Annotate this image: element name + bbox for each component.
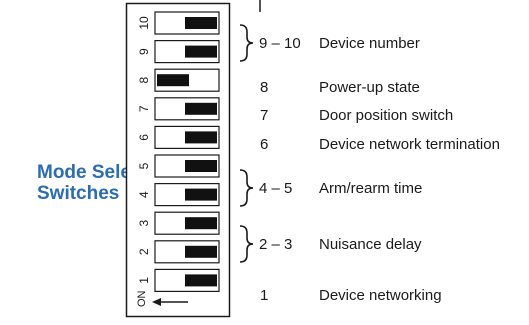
- switch-range-2-3: 2 – 3: [259, 236, 292, 253]
- switch-5: 5: [137, 154, 220, 178]
- brace-4-5: [239, 169, 254, 207]
- switch-number-10: 10: [137, 16, 151, 30]
- brace-9-10: [239, 24, 254, 62]
- switch-number-9: 9: [137, 48, 151, 55]
- switch-number-4: 4: [137, 191, 151, 198]
- switch-6: 6: [137, 125, 220, 150]
- switch-number-2: 2: [137, 248, 151, 255]
- function-row-device-networking: 1 Device networking: [260, 287, 442, 304]
- function-label-nuisance-delay: Nuisance delay: [319, 236, 422, 253]
- switch-number-6: 6: [137, 134, 151, 141]
- function-label-device-network-termination: Device network termination: [319, 136, 500, 153]
- switch-range-6: 6: [260, 136, 268, 153]
- switch-range-9-10: 9 – 10: [259, 35, 301, 52]
- function-label-door-position-switch: Door position switch: [319, 107, 453, 124]
- switch-toggle-on: [185, 217, 217, 230]
- switch-toggle-on: [185, 245, 217, 258]
- function-label-power-up-state: Power-up state: [319, 79, 420, 96]
- switch-range-8: 8: [260, 79, 268, 96]
- switch-toggle-on: [185, 102, 217, 115]
- switch-toggle-on: [185, 131, 217, 144]
- function-label-device-networking: Device networking: [319, 287, 442, 304]
- title-line-1: Mode Select: [37, 162, 149, 183]
- switch-toggle-on: [185, 160, 217, 172]
- switch-10: 10: [137, 11, 220, 35]
- switch-8: 8: [137, 68, 220, 92]
- function-row-nuisance-delay: 2 – 3 Nuisance delay: [259, 236, 422, 253]
- switch-toggle-on: [185, 188, 217, 201]
- switch-number-1: 1: [137, 277, 151, 284]
- function-label-arm-rearm-time: Arm/rearm time: [319, 180, 422, 197]
- switch-7: 7: [137, 97, 220, 121]
- switch-range-1: 1: [260, 287, 268, 304]
- switch-4: 4: [137, 183, 220, 207]
- function-row-door-position-switch: 7 Door position switch: [260, 107, 453, 124]
- switch-toggle-on: [185, 17, 217, 29]
- switch-3: 3: [137, 211, 220, 235]
- function-row-arm-rearm-time: 4 – 5 Arm/rearm time: [259, 180, 422, 197]
- switch-number-5: 5: [137, 162, 151, 169]
- switch-toggle-on: [185, 45, 217, 58]
- title-line-2: Switches: [37, 183, 119, 204]
- switch-toggle-on: [185, 274, 217, 287]
- switch-range-4-5: 4 – 5: [259, 180, 292, 197]
- switch-9: 9: [137, 39, 220, 64]
- function-row-device-network-termination: 6 Device network termination: [260, 136, 500, 153]
- switch-number-7: 7: [137, 105, 151, 112]
- function-row-power-up-state: 8 Power-up state: [260, 79, 420, 96]
- on-arrow-icon: [152, 298, 188, 306]
- switch-number-8: 8: [137, 77, 151, 84]
- function-label-device-number: Device number: [319, 35, 420, 52]
- function-row-device-number: 9 – 10 Device number: [259, 35, 420, 52]
- switch-1: 1: [137, 268, 220, 292]
- switch-number-3: 3: [137, 220, 151, 227]
- switch-range-7: 7: [260, 107, 268, 124]
- switch-toggle-off: [157, 74, 189, 87]
- switch-2: 2: [137, 240, 220, 264]
- brace-2-3: [239, 225, 254, 263]
- on-label: ON: [136, 290, 148, 307]
- switch-bank: 10 9 8 7 6 5 4 3 2 1: [137, 11, 220, 292]
